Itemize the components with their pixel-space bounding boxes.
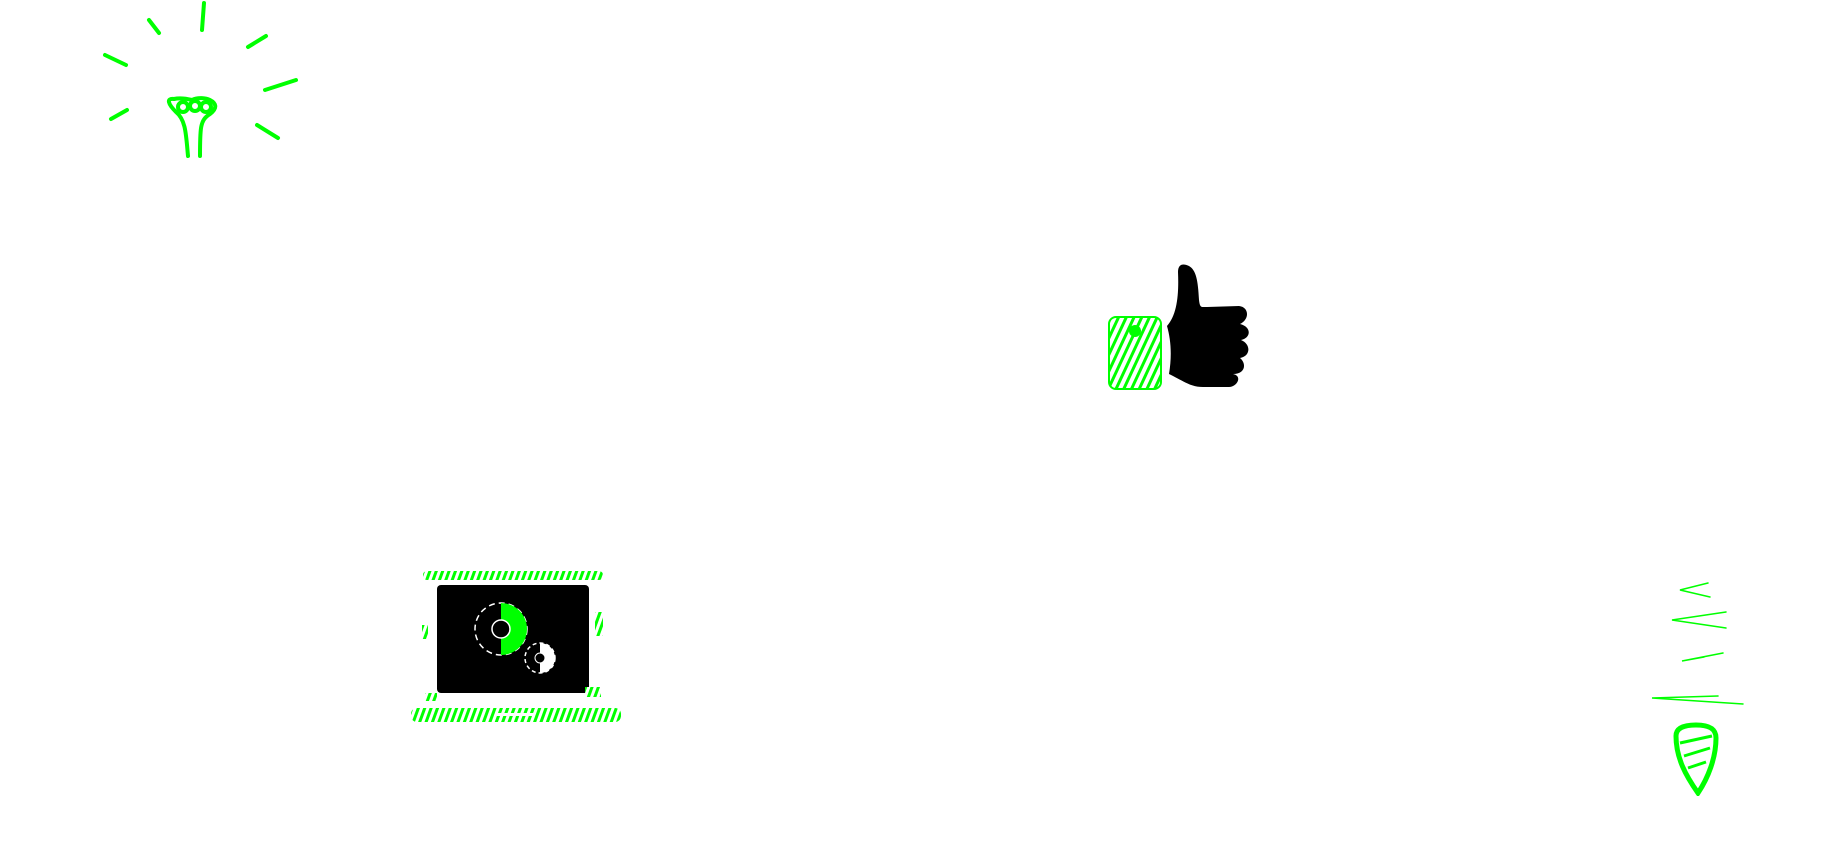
rocket-icon	[1651, 582, 1744, 796]
thumbs-up-icon	[1108, 264, 1249, 390]
gear-icon	[474, 602, 528, 656]
gear-icon	[524, 642, 556, 674]
lightbulb-icon	[103, 1, 298, 158]
laptop-gears-icon	[411, 571, 621, 722]
